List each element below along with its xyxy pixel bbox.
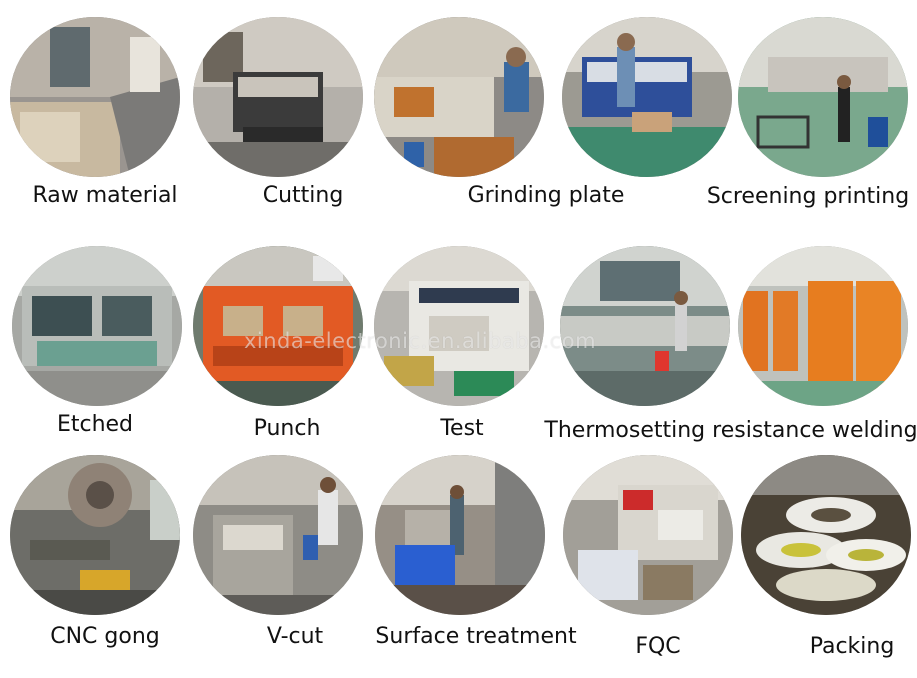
label-fqc: FQC (635, 634, 681, 659)
photo-test (374, 246, 544, 406)
label-packing: Packing (809, 634, 895, 659)
label-etched: Etched (56, 412, 134, 437)
label-v-cut: V-cut (266, 624, 324, 649)
photo-screening-printing (562, 17, 732, 177)
label-thermosetting: Thermosetting resistance welding (544, 418, 917, 443)
photo-punch (193, 246, 363, 406)
photo-screening-printing-2 (738, 17, 908, 177)
label-raw-material: Raw material (32, 183, 178, 208)
label-grinding-plate: Grinding plate (467, 183, 625, 208)
photo-cutting (193, 17, 363, 177)
label-cnc-gong: CNC gong (50, 624, 160, 649)
label-screening-printing: Screening printing (706, 184, 910, 209)
photo-thermosetting-1 (560, 246, 730, 406)
photo-thermosetting-2 (738, 246, 908, 406)
photo-v-cut (193, 455, 363, 615)
photo-fqc (563, 455, 733, 615)
photo-cnc-gong (10, 455, 180, 615)
label-test: Test (440, 416, 484, 441)
photo-grinding-plate (374, 17, 544, 177)
photo-raw-material (10, 17, 180, 177)
photo-packing (741, 455, 911, 615)
label-punch: Punch (253, 416, 321, 441)
photo-surface-treatment (375, 455, 545, 615)
photo-etched (12, 246, 182, 406)
label-cutting: Cutting (262, 183, 344, 208)
label-surface-treatment: Surface treatment (375, 624, 577, 649)
